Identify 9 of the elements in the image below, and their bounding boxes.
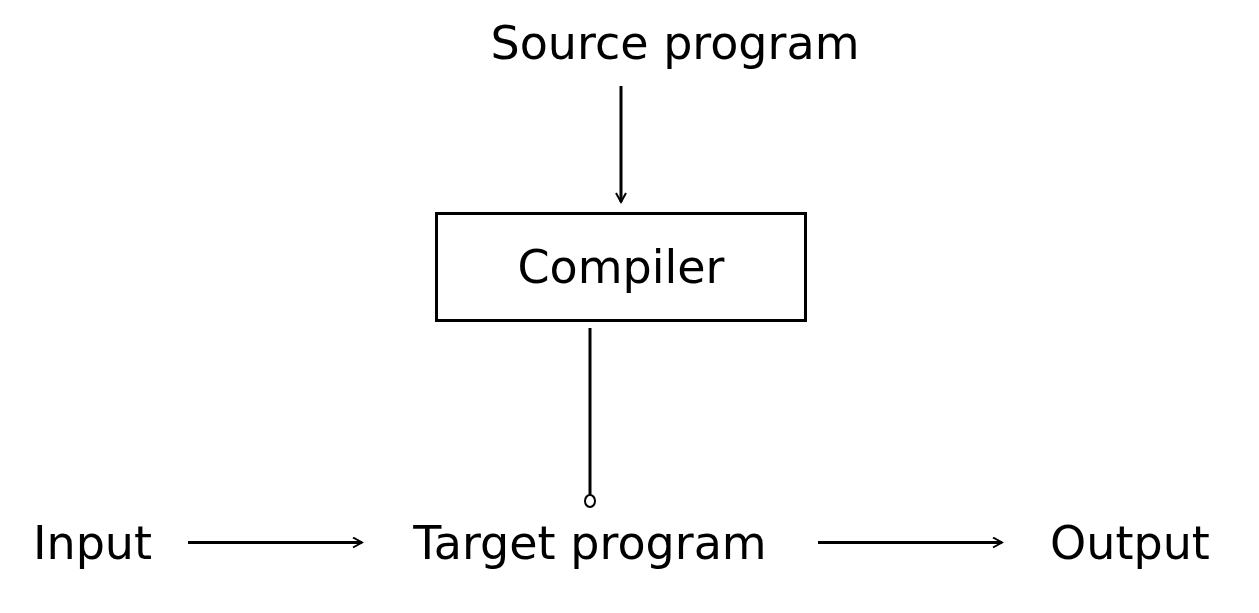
node-label: Target program: [413, 515, 767, 570]
node-label: Input: [32, 515, 153, 570]
node-label: Source program: [490, 15, 860, 70]
node-label: Compiler: [517, 240, 725, 294]
node-label: Output: [1050, 515, 1210, 570]
arrow: [188, 536, 363, 549]
arrow: [818, 536, 1003, 549]
arrow: [615, 86, 627, 203]
process-box: [435, 212, 807, 322]
